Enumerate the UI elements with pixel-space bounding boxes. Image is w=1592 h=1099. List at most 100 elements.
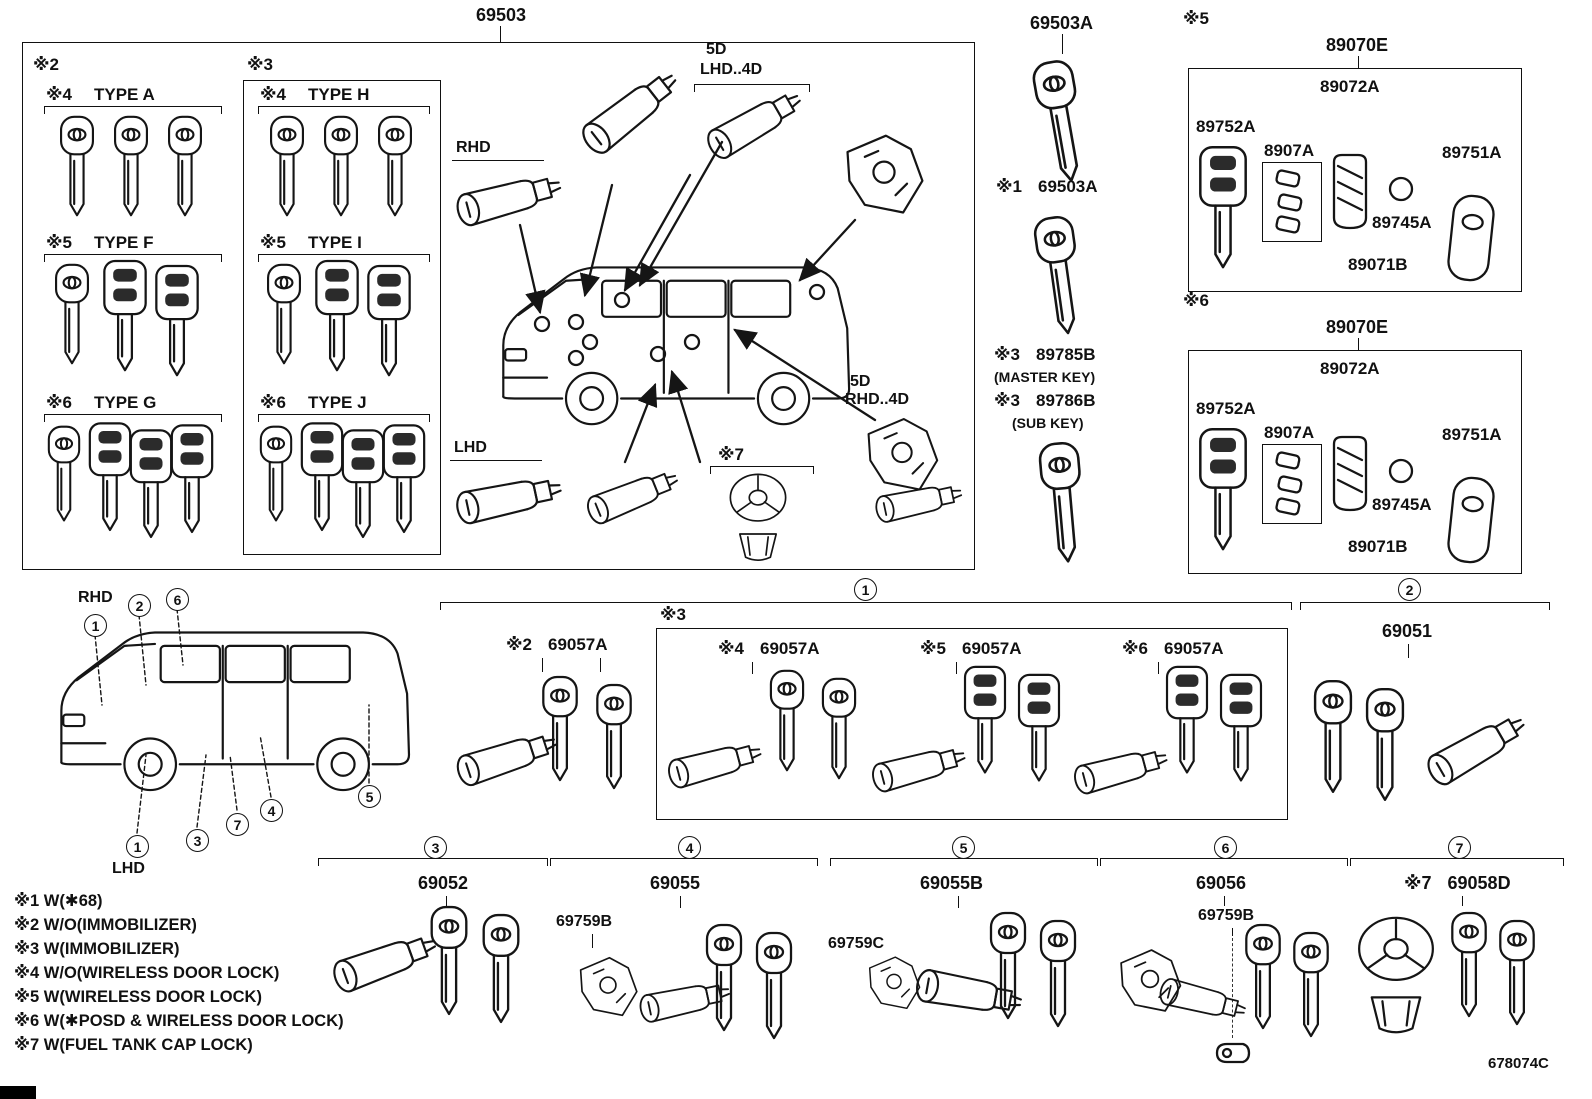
connector-line: [1358, 56, 1359, 68]
remote1-marker: ※5: [1183, 9, 1209, 28]
remote-key-icon: [1196, 140, 1250, 282]
type-marker: ※6: [46, 393, 72, 412]
button-pads-icon: [1262, 162, 1320, 240]
key-icon: [1031, 438, 1096, 568]
section5-sub-label: 69759C: [828, 935, 885, 952]
dashed-connector-line: [1232, 938, 1233, 1038]
key-icon: [424, 904, 474, 1018]
marker-label: ※5: [920, 639, 946, 658]
legend-item-3: ※3 W(IMMOBILIZER): [14, 940, 180, 958]
connector-line: [1358, 338, 1359, 350]
section1-sub6-label: ※6 69057A: [1122, 640, 1224, 657]
key-69503a-label: 69503A: [1030, 13, 1094, 33]
key-icon: [1240, 922, 1286, 1032]
marker-label: ※2: [506, 635, 532, 654]
type-j-header: ※6 TYPE J: [260, 394, 367, 411]
type-a-header: ※4 TYPE A: [46, 86, 155, 103]
type-i-header: ※5 TYPE I: [260, 234, 362, 251]
type-g-header: ※6 TYPE G: [46, 394, 156, 411]
section6-number: 6: [1214, 836, 1237, 859]
connector-line: [450, 460, 542, 461]
group3-box: [243, 80, 441, 555]
key-icon: [1308, 678, 1358, 796]
sub-key-caption: (SUB KEY): [1012, 415, 1084, 431]
connector-line: [1062, 34, 1063, 54]
bracket-line: [830, 858, 1098, 866]
section3-number: 3: [424, 836, 447, 859]
document-code: 678074C: [1488, 1055, 1549, 1072]
scan-artifact: [0, 1086, 36, 1099]
type-label: TYPE F: [93, 233, 154, 252]
legend-item-5: ※5 W(WIRELESS DOOR LOCK): [14, 988, 262, 1006]
connector-line: [958, 896, 959, 908]
type-label: TYPE H: [307, 85, 370, 104]
part-label: 69057A: [547, 635, 608, 654]
bracket-line: [694, 84, 810, 92]
battery-icon: [1388, 458, 1414, 484]
callout-7: 7: [226, 813, 249, 836]
connector-line: [752, 662, 753, 674]
callout-5: 5: [358, 785, 381, 808]
master-key-label: ※3 89785B: [994, 346, 1096, 363]
section1-sub2-label: ※2 69057A: [506, 636, 608, 653]
section1-sub4-label: ※4 69057A: [718, 640, 820, 657]
marker-label: ※1: [996, 177, 1022, 196]
connector-line: [592, 934, 593, 948]
part-label: 69503A: [1037, 177, 1098, 196]
section6-part-label: 69056: [1196, 873, 1247, 893]
key-icon: [700, 922, 748, 1034]
connector-line: [446, 896, 447, 908]
door5d-lhd-label-1: 5D: [706, 41, 727, 58]
part-label: 69057A: [961, 639, 1022, 658]
part-label: 69057A: [759, 639, 820, 658]
remote-key-icon: [1014, 672, 1064, 790]
bracket-line: [550, 858, 818, 866]
bracket-line: [44, 106, 222, 114]
bracket-line: [258, 414, 430, 422]
callout-leader-lines: [94, 608, 370, 834]
remote1-pad-label: 8907A: [1264, 141, 1315, 160]
remote2-box: [1188, 350, 1522, 574]
remote1-case-label: 89751A: [1442, 143, 1502, 162]
callout-1b: 1: [126, 835, 149, 858]
bracket-line: [44, 414, 222, 422]
key-icon: [536, 674, 584, 784]
key-icon: [764, 668, 810, 774]
marker-label: ※4: [718, 639, 744, 658]
door5d-rhd-label-1: 5D: [850, 373, 871, 390]
main-assembly-box: [22, 42, 975, 570]
section1-number: 1: [854, 578, 877, 601]
remote2-inner-label: 89072A: [1320, 359, 1380, 378]
key-fob-icon: [1441, 190, 1500, 287]
bracket-line: [1350, 858, 1564, 866]
marker-label: ※7: [1404, 873, 1432, 893]
key-icon: [1021, 54, 1100, 190]
legend-item-2: ※2 W/O(IMMOBILIZER): [14, 916, 197, 934]
part-label: 89785B: [1035, 345, 1096, 364]
marker-label: ※3: [994, 391, 1020, 410]
remote1-battery-label: 89745A: [1372, 213, 1432, 232]
remote1-outer-label: 89070E: [1326, 35, 1389, 55]
lhd-label: LHD: [454, 439, 487, 456]
button-pads-icon: [1262, 444, 1320, 522]
callout-1: 1: [84, 614, 107, 637]
section1-sub5-label: ※5 69057A: [920, 640, 1022, 657]
key-icon: [1446, 910, 1492, 1020]
bracket-line: [440, 602, 1292, 610]
van2-lhd-label: LHD: [112, 860, 145, 877]
connector-line: [1408, 644, 1409, 658]
master-key-caption: (MASTER KEY): [994, 369, 1096, 385]
bracket-line: [258, 254, 430, 262]
remote2-outer-label: 89070E: [1326, 317, 1389, 337]
key-icon: [590, 682, 638, 792]
connector-line: [452, 160, 544, 161]
type-marker: ※4: [46, 85, 72, 104]
bracket-line: [318, 858, 548, 866]
door5d-rhd-label-2: RHD..4D: [845, 391, 910, 408]
key-icon: [816, 676, 862, 782]
connector-line: [680, 896, 681, 908]
key-icon: [750, 930, 798, 1042]
connector-line: [1158, 662, 1159, 674]
callout-4: 4: [260, 799, 283, 822]
